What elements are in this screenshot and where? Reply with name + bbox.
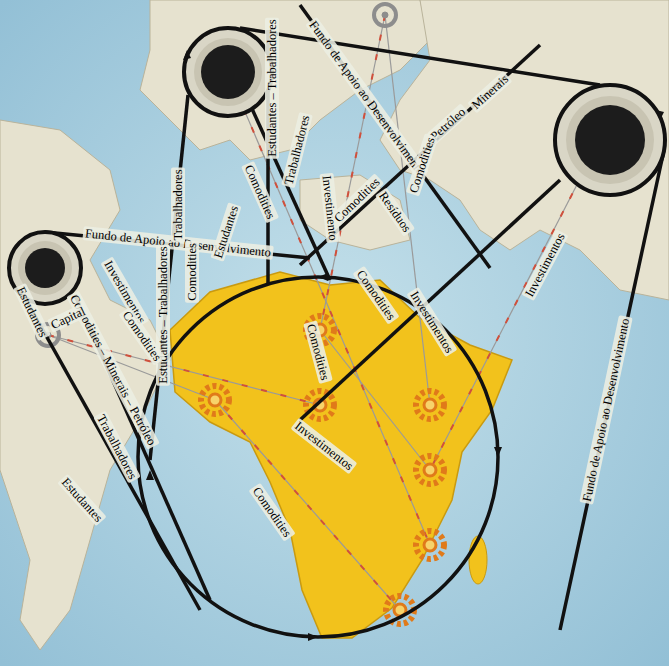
- flow-label: Comodities: [330, 174, 384, 227]
- flow-label: Comodities: [185, 241, 199, 303]
- flow-label: Investimentos: [290, 418, 357, 475]
- flow-label: Estudantes: [57, 474, 106, 527]
- flow-label: Fundo de Apoio ao Desenvolvimento: [579, 315, 632, 505]
- flow-label: Estudantes – Trabalhadores: [156, 244, 170, 385]
- flow-label: Trabalhadores: [281, 112, 313, 188]
- flow-label: Comodities: [249, 483, 296, 542]
- flow-label: Fundo de Apoio ao Desenvolvimento: [305, 17, 428, 180]
- flow-label: Resíduos: [375, 188, 415, 237]
- flow-label: Investimentos: [406, 287, 457, 357]
- flow-label: Estudantes – Trabalhadores: [265, 17, 279, 158]
- flow-label: Estudantes: [13, 283, 51, 341]
- flow-label: Trabalhadores: [171, 167, 185, 242]
- flow-label: Minerais: [467, 71, 512, 114]
- flow-label: Comodities: [241, 161, 279, 223]
- flow-label: Investimentos: [521, 229, 568, 301]
- flow-label: Comodities: [353, 266, 400, 325]
- flow-label: Comodities: [303, 320, 332, 383]
